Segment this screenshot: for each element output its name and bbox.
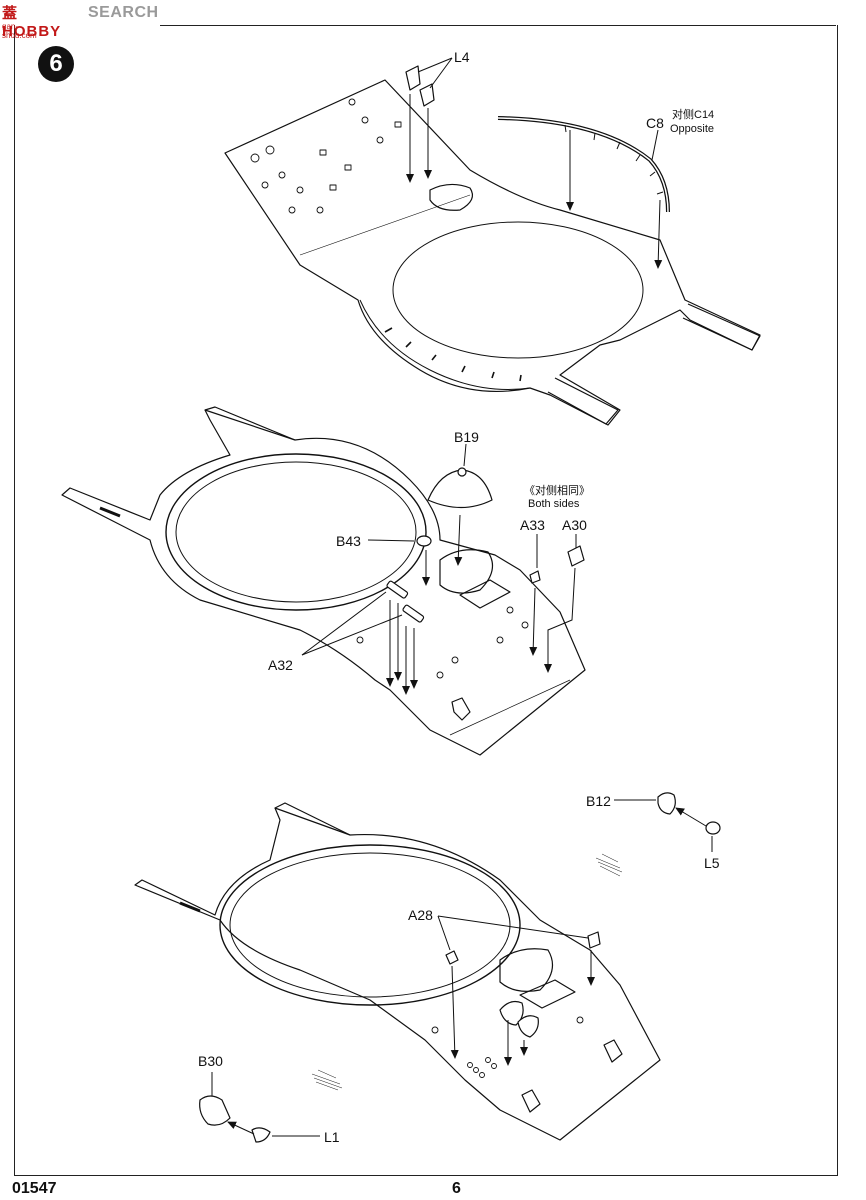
watermark-search: SEARCH (88, 4, 159, 21)
page-frame-top (160, 25, 836, 26)
label-c14: 对侧C14 (672, 109, 715, 121)
part-l4 (405, 65, 435, 107)
top-plate (224, 79, 761, 426)
label-both-sides-cn: 《对侧相同》 (524, 485, 590, 497)
label-both-sides-en: Both sides (528, 498, 580, 510)
bottom-plate (134, 802, 661, 1141)
label-b43: B43 (336, 533, 361, 549)
part-b30 (199, 1095, 231, 1126)
part-a30 (567, 545, 585, 567)
label-a32: A32 (268, 657, 293, 673)
label-a33: A33 (520, 517, 545, 533)
part-b43 (416, 535, 432, 547)
leader-lines (211, 57, 713, 1137)
label-c8: C8 (646, 115, 664, 131)
hatch-marks (311, 853, 623, 1091)
label-b12: B12 (586, 793, 611, 809)
part-c8-strip (497, 116, 670, 213)
part-a28-b (587, 931, 601, 949)
part-a32 (386, 580, 425, 623)
label-l1: L1 (324, 1129, 340, 1145)
part-l5 (705, 821, 721, 835)
label-l5: L5 (704, 855, 720, 871)
label-b19: B19 (454, 429, 479, 445)
part-l1 (251, 1127, 271, 1143)
watermark-logo: 蓋 HOBBY (2, 5, 62, 40)
label-b30: B30 (198, 1053, 223, 1069)
part-b19 (427, 467, 493, 509)
part-b12 (657, 792, 676, 815)
label-l4: L4 (454, 49, 470, 65)
step-number-badge: 6 (38, 46, 74, 82)
page-frame (14, 25, 838, 1176)
part-a33 (529, 570, 541, 584)
page-number: 6 (452, 1180, 461, 1197)
label-a28: A28 (408, 907, 433, 923)
middle-plate (61, 406, 586, 756)
watermark-site: gan-shou.com (2, 22, 37, 40)
part-a28 (445, 950, 459, 965)
label-opposite: Opposite (670, 123, 715, 135)
product-code: 01547 (12, 1180, 57, 1197)
label-a30: A30 (562, 517, 587, 533)
